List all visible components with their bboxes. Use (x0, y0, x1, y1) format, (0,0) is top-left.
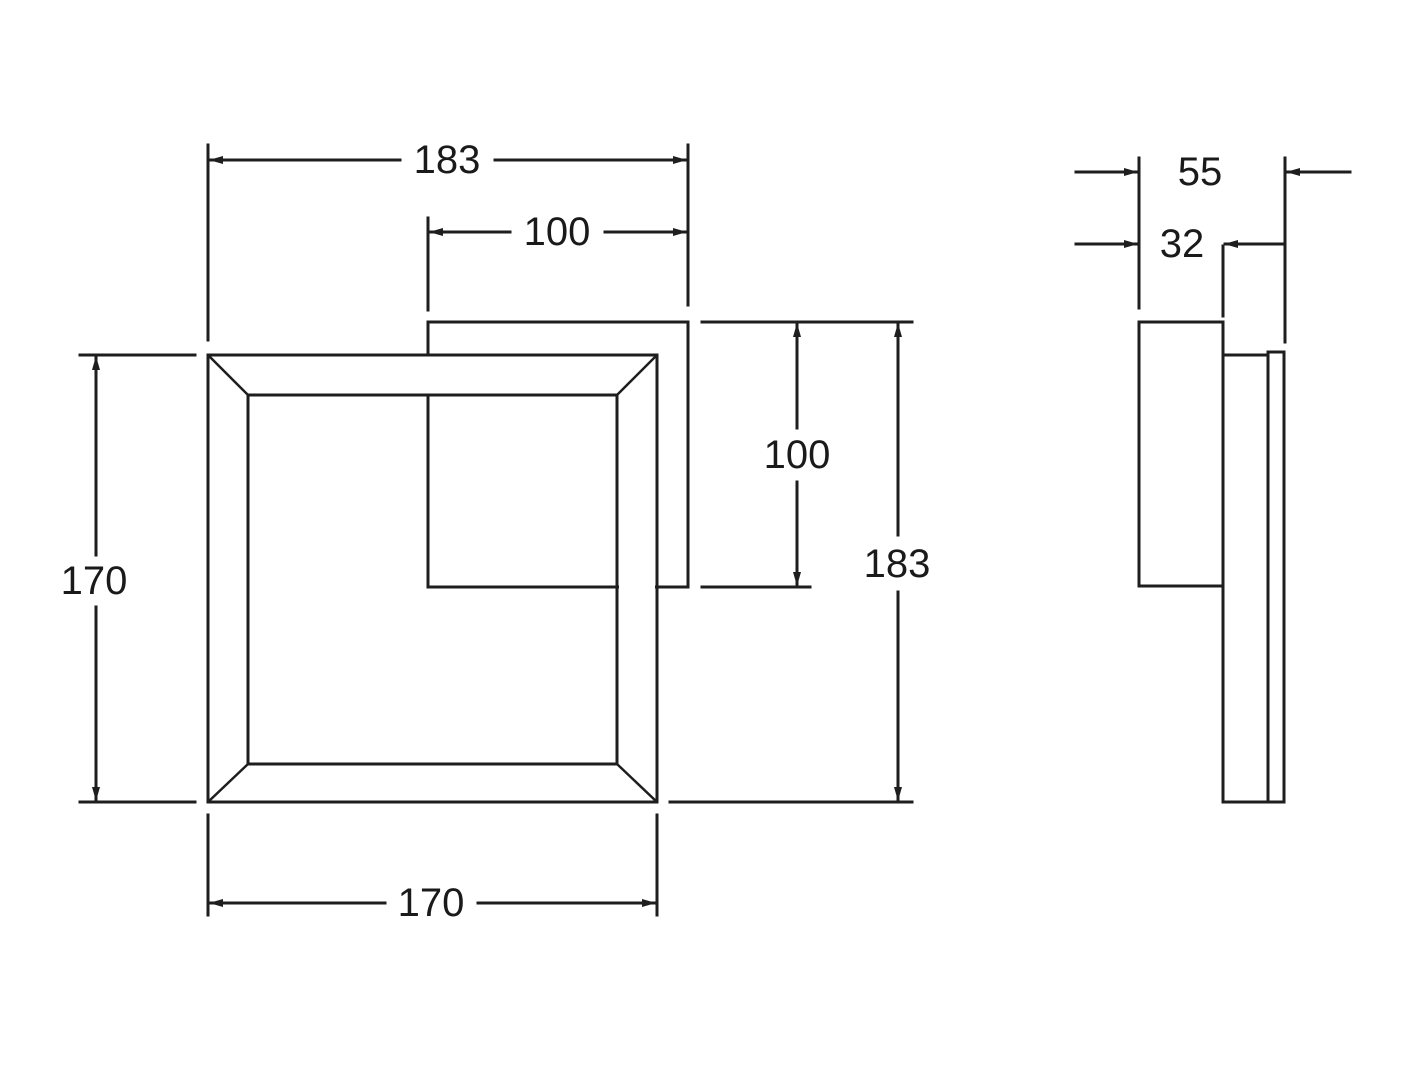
frame-outer (206, 353, 659, 804)
extension-lines (78, 143, 914, 917)
side-front-face (1266, 350, 1286, 804)
dim-label-183-right: 183 (864, 542, 931, 586)
side-frame-body (1221, 353, 1270, 804)
side-view: 55 32 (1074, 150, 1352, 804)
dim-label-170-left: 170 (61, 559, 128, 603)
dim-label-170-bottom: 170 (398, 881, 465, 925)
dim-label-55: 55 (1178, 150, 1223, 194)
front-view: 183 100 170 170 100 (61, 138, 931, 925)
frame-bevel-lines (207, 354, 658, 803)
dim-height-170: 170 (61, 355, 128, 802)
dim-width-183: 183 (208, 138, 688, 182)
frame-inner-opening (246, 393, 619, 766)
dim-width-100: 100 (428, 210, 688, 254)
dim-label-100-right: 100 (764, 433, 831, 477)
dim-label-100-top: 100 (524, 210, 591, 254)
dim-width-170: 170 (208, 881, 657, 925)
dim-label-32: 32 (1160, 222, 1205, 266)
dim-height-100: 100 (764, 322, 831, 587)
dim-height-183: 183 (864, 322, 931, 802)
dim-label-183-top: 183 (414, 138, 481, 182)
dim-depth-32: 32 (1074, 222, 1287, 266)
dim-depth-55: 55 (1074, 150, 1352, 194)
side-back-box (1137, 320, 1225, 588)
